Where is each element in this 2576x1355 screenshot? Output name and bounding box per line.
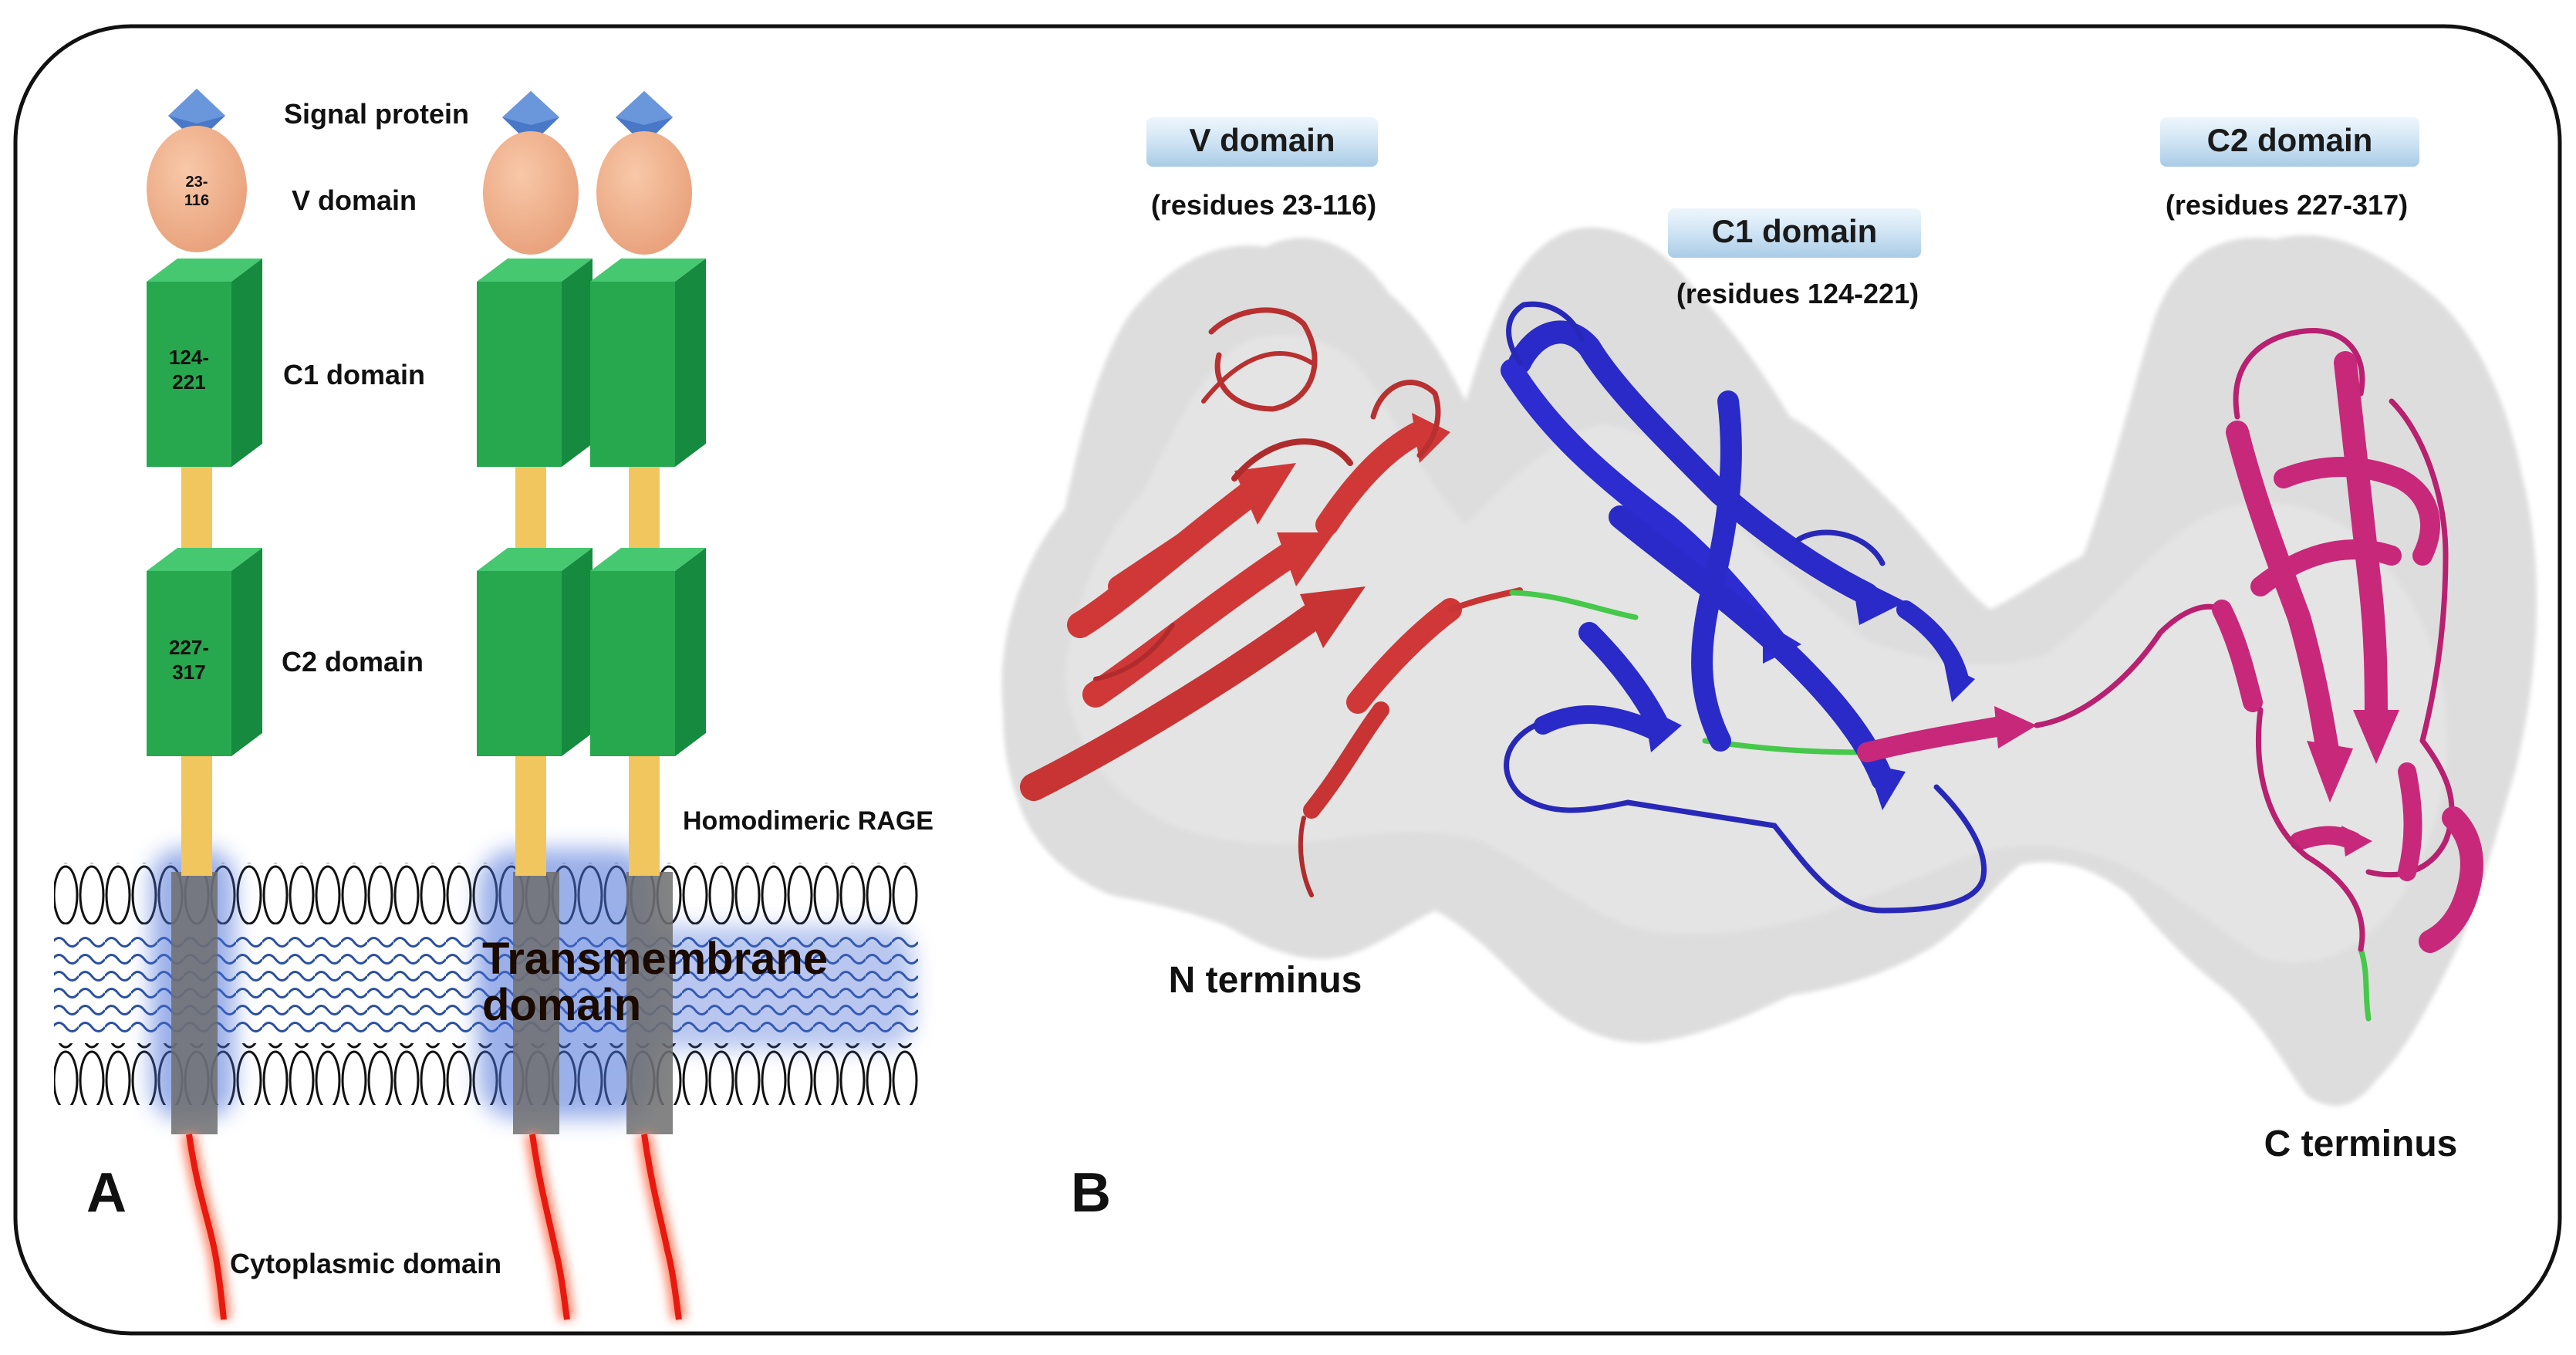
transmembrane-label-line2: domain [482, 980, 641, 1030]
c1-domain-residues: (residues 124-221) [1676, 278, 1919, 309]
v-domain-tag-text: V domain [1189, 122, 1335, 158]
cytoplasmic-domain-label: Cytoplasmic domain [230, 1248, 501, 1279]
c2-domain-label: C2 domain [282, 646, 424, 678]
panel-a-letter: A [86, 1162, 127, 1224]
c2-domain-residues: (residues 227-317) [2166, 189, 2408, 221]
linkers [181, 463, 660, 876]
c-terminus-label: C terminus [2264, 1124, 2458, 1164]
cytoplasmic-tails [181, 1133, 687, 1321]
panel-b-letter: B [1071, 1162, 1111, 1224]
v-domain-ribbon [1020, 307, 1523, 897]
v-domain-shape [147, 126, 247, 252]
c2-domain-tag-text: C2 domain [2207, 122, 2373, 158]
c2-domain-ribbon [1857, 328, 2483, 953]
c1-domain-tag-text: C1 domain [1712, 213, 1878, 249]
rage-dimer-right [590, 91, 706, 756]
transmembrane-label-line1: Transmembrane [482, 934, 828, 984]
c1-range-bottom: 221 [172, 370, 205, 394]
panel-b: V domain (residues 23-116) C1 domain (re… [1001, 117, 2537, 1224]
v-domain-label: V domain [292, 184, 417, 216]
v-domain-tag: V domain [1146, 117, 1378, 167]
c1-domain-label: C1 domain [283, 359, 425, 390]
rage-monomer [147, 89, 262, 756]
v-range-top: 23- [186, 174, 208, 191]
tm-helices [171, 872, 673, 1134]
c2-domain-tag: C2 domain [2160, 117, 2419, 167]
c2-range-top: 227- [169, 636, 209, 659]
v-range-bottom: 116 [184, 192, 209, 209]
panel-a: 23- 116 124- 221 227- 317 Signal protein… [54, 89, 934, 1321]
signal-protein-label: Signal protein [284, 98, 469, 130]
c1-domain-shape [147, 282, 231, 467]
v-domain-residues: (residues 23-116) [1151, 189, 1376, 221]
c1-domain-tag: C1 domain [1668, 208, 1921, 258]
c1-range-top: 124- [169, 346, 209, 369]
rage-dimer-left [477, 91, 593, 756]
n-terminus-label: N terminus [1169, 960, 1362, 1001]
homodimeric-rage-label: Homodimeric RAGE [683, 806, 934, 836]
c1-domain-ribbon [1501, 301, 1987, 914]
c2-domain-shape [147, 571, 231, 756]
c2-range-bottom: 317 [172, 661, 205, 684]
